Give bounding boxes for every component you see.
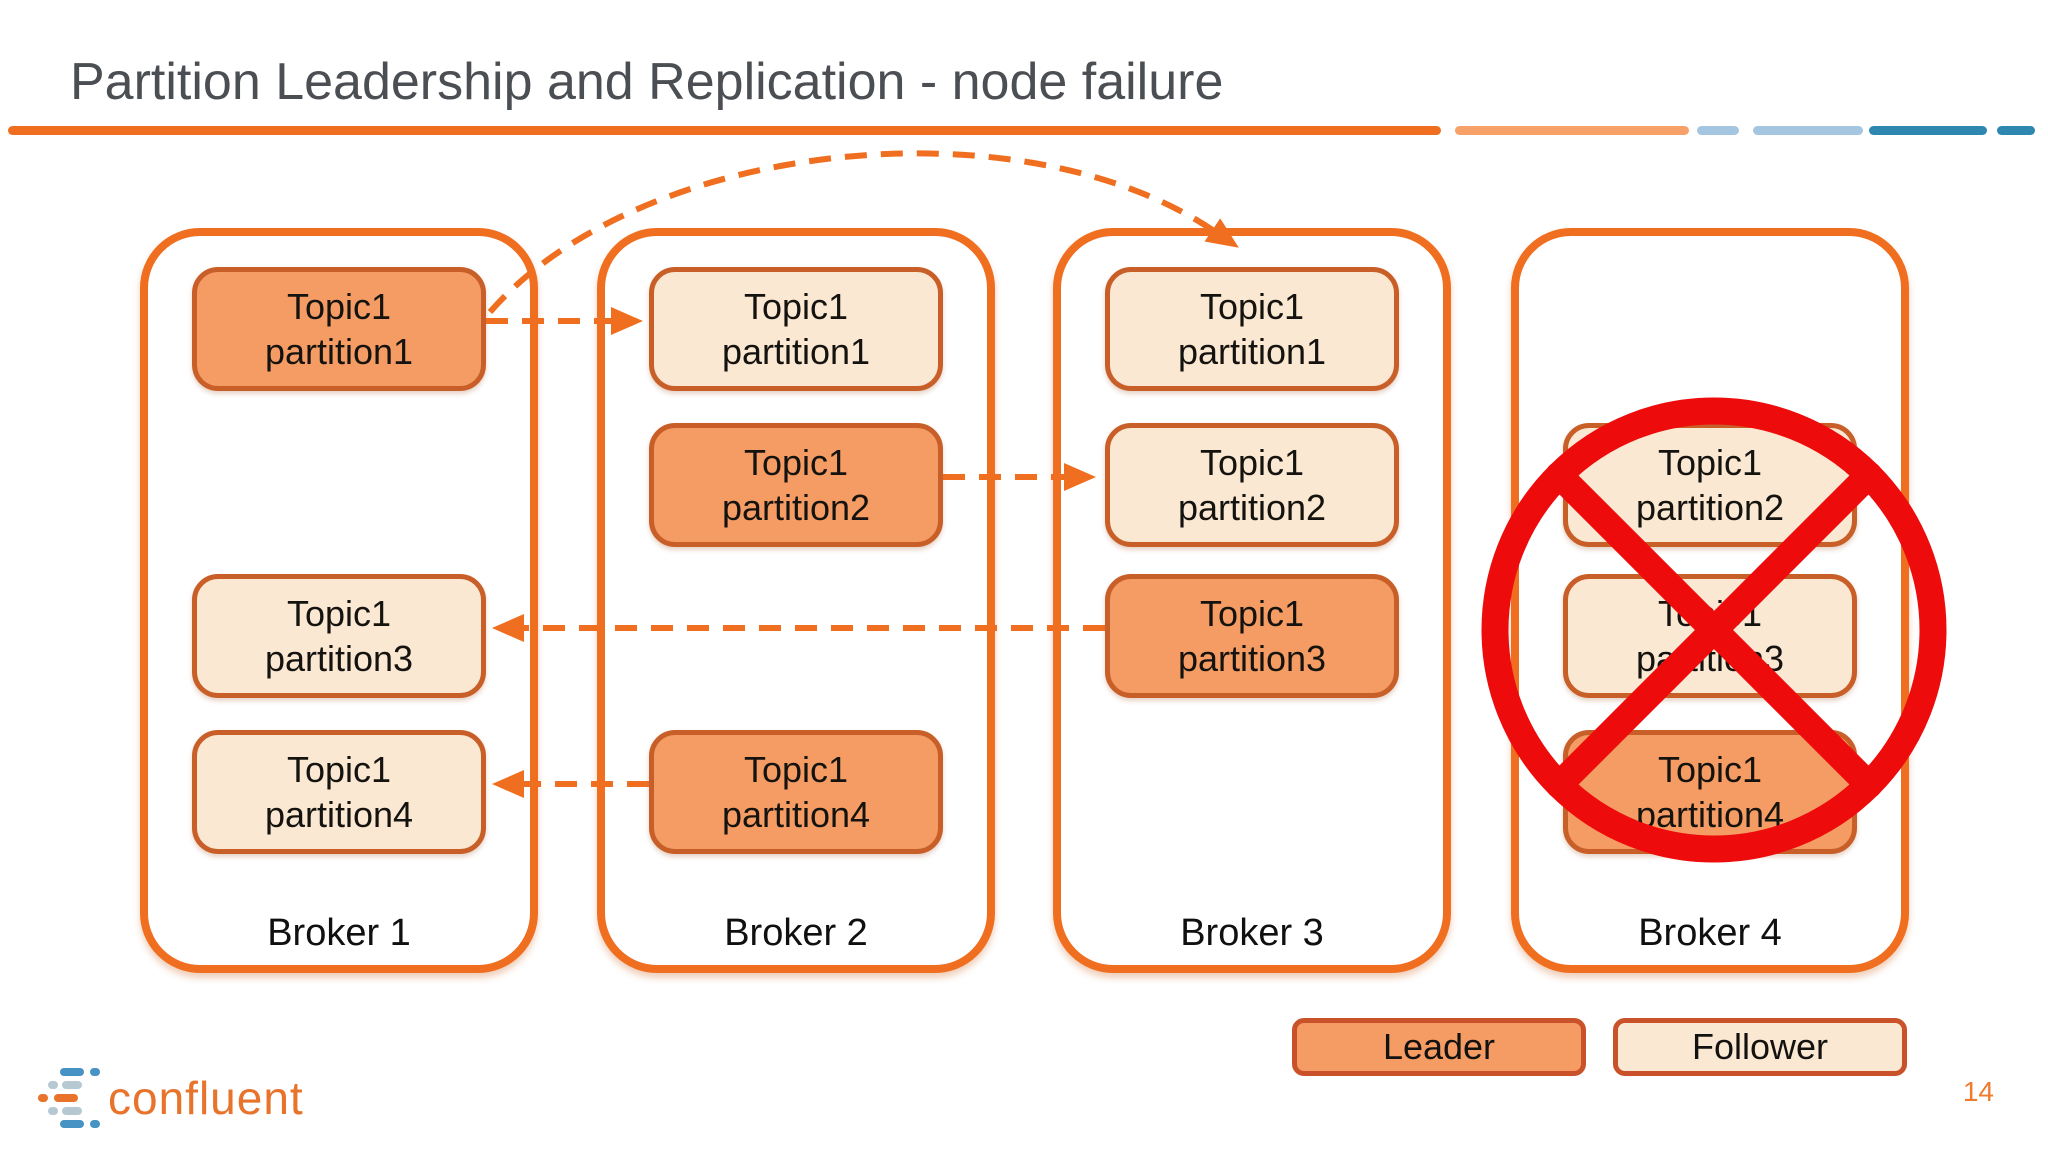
broker-label: Broker 1 [267,912,411,954]
legend-leader-label: Leader [1382,1026,1496,1067]
confluent-logo-icon [38,1068,102,1128]
slide-title: Partition Leadership and Replication - n… [70,53,1224,111]
legend-follower-label: Follower [1691,1026,1829,1067]
broker-label: Broker 2 [724,912,868,954]
page-number: 14 [1962,1076,1994,1107]
confluent-logo: confluent [38,1058,304,1138]
broker-label: Broker 3 [1180,912,1324,954]
legend-leader: Leader [1292,1018,1586,1076]
title-underline-main [8,126,1441,135]
title-underline-segment-teal-sm [1997,126,2035,135]
title-underline-segment-blue [1753,126,1863,135]
title-underline-segment-blue-sm [1697,126,1739,135]
broker-label: Broker 4 [1638,912,1782,954]
legend-follower: Follower [1613,1018,1907,1076]
title-underline-segment-teal [1869,126,1987,135]
title-underline-segment-orange [1455,126,1689,135]
confluent-wordmark: confluent [108,1072,304,1124]
